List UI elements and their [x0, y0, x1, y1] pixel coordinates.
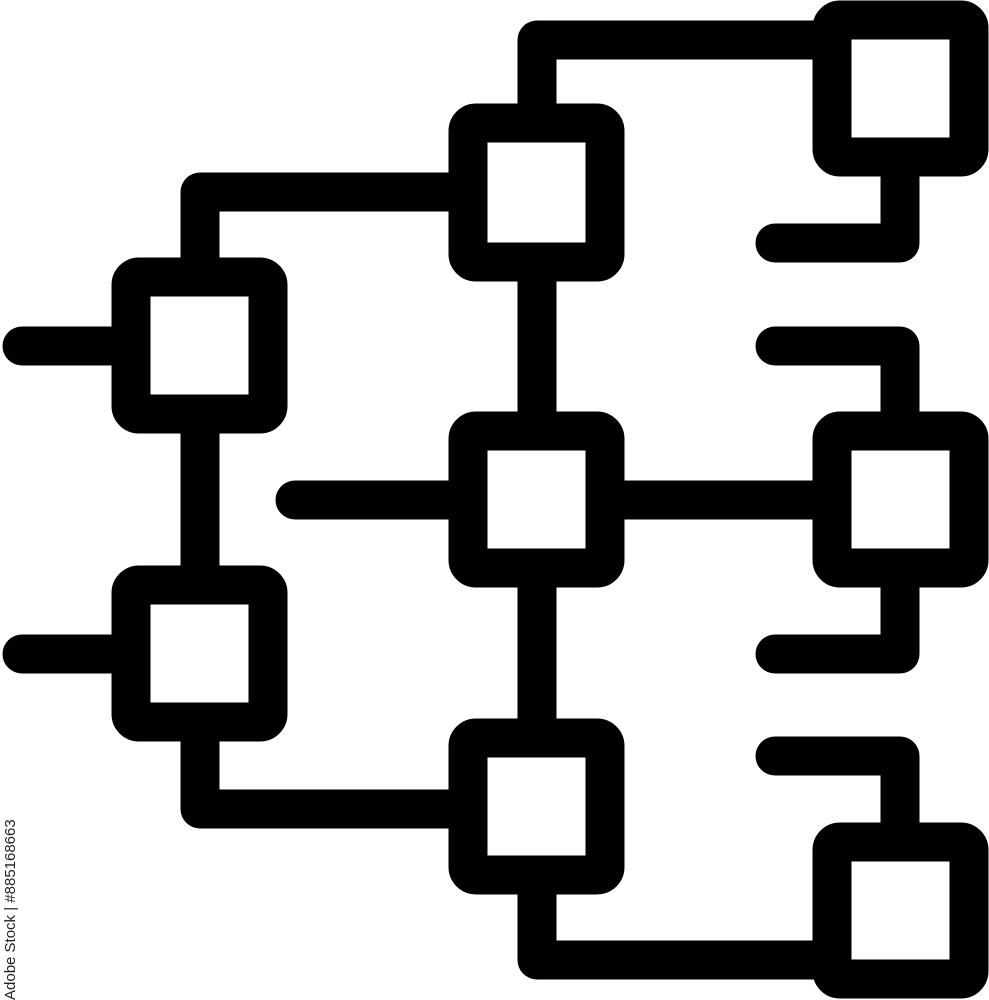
connector-right-bottom-head [755, 736, 920, 862]
node-right-top [812, 0, 989, 177]
connector-right-top-tail [755, 140, 920, 263]
connector-left-bottom-to-center-bottom [180, 702, 488, 829]
connector-center-bottom-to-right-bottom [517, 856, 852, 980]
stock-id-label: Adobe Stock | #885168663 [2, 819, 19, 1000]
connector-right-middle-tail [755, 548, 920, 674]
connector-right-middle-head [755, 326, 920, 450]
connector-center-top-to-right-top [517, 20, 852, 143]
node-center-bottom [448, 718, 625, 895]
node-right-bottom [812, 822, 989, 999]
connector-left-top-to-center-top [180, 172, 488, 297]
node-center-middle [448, 411, 625, 588]
node-left-top [111, 257, 288, 434]
node-center-top [448, 103, 625, 282]
node-left-bottom [111, 565, 288, 742]
node-right-middle [812, 411, 989, 588]
